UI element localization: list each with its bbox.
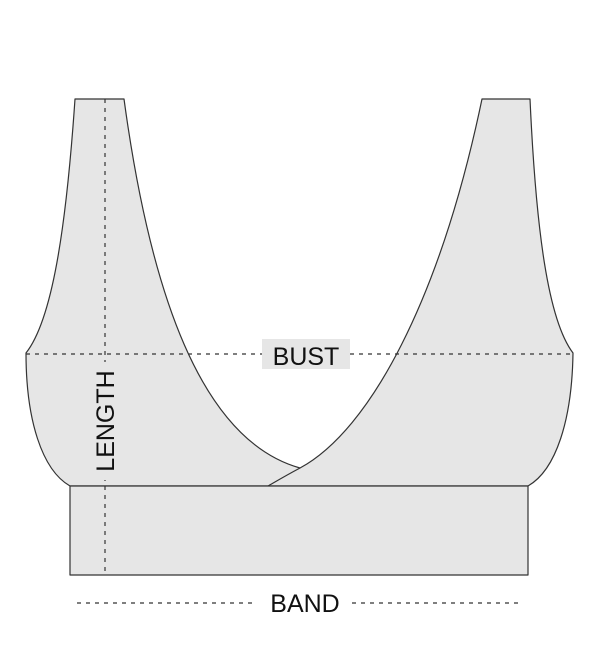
wrap-overlap-line (267, 467, 301, 487)
bust-label-bg (262, 339, 350, 369)
bust-label: BUST (273, 343, 340, 371)
bra-band (69, 485, 529, 576)
band-label: BAND (270, 590, 339, 618)
length-label-bg (90, 362, 120, 480)
length-label: LENGTH (92, 370, 120, 471)
bra-body-panel (25, 98, 574, 487)
